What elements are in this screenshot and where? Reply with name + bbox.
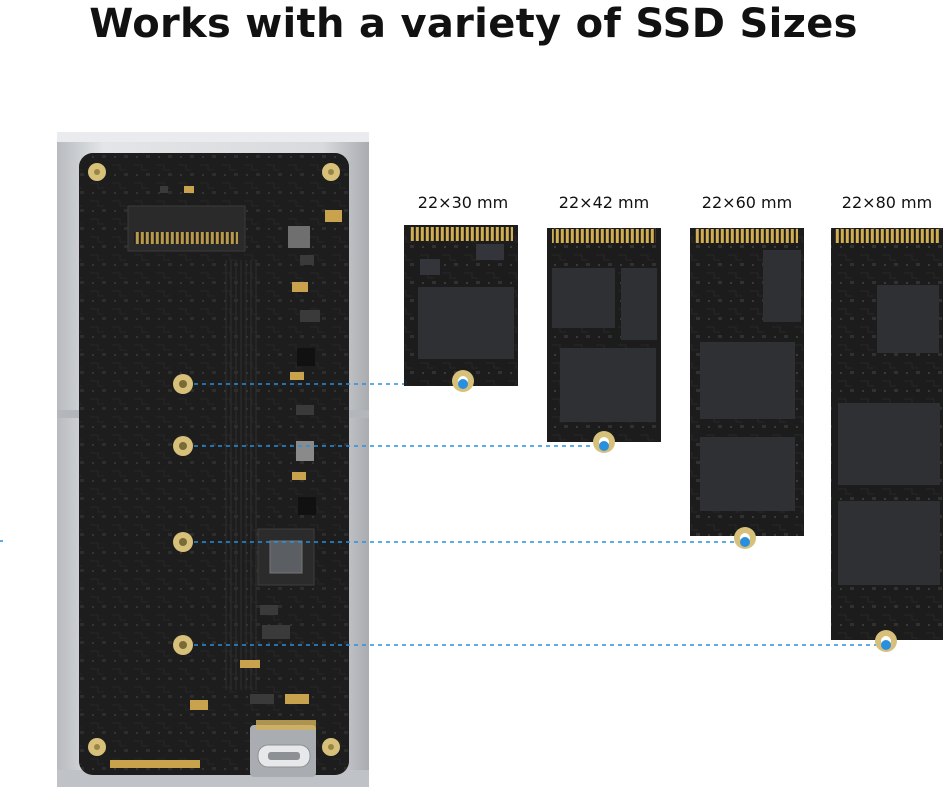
size-label-22x30: 22×30 mm — [417, 193, 509, 212]
size-label-22x80: 22×80 mm — [841, 193, 933, 212]
page-title: Works with a variety of SSD Sizes — [89, 1, 858, 47]
mount-hole-30mm — [173, 374, 193, 394]
corner-screws — [88, 163, 340, 756]
ssd-22x42-card — [547, 228, 661, 453]
ssd-22x30-card — [404, 225, 518, 392]
m2-connector-slot — [127, 205, 246, 252]
mount-hole-42mm — [173, 436, 193, 456]
size-label-22x60: 22×60 mm — [701, 193, 793, 212]
usb-c-port — [250, 720, 316, 777]
ssd-22x60-card — [690, 228, 804, 549]
ssd-22x80-card — [831, 228, 943, 652]
enclosure-circuit-board — [79, 153, 349, 777]
mount-hole-60mm — [173, 532, 193, 552]
mount-hole-80mm — [173, 635, 193, 655]
size-label-22x42: 22×42 mm — [558, 193, 650, 212]
